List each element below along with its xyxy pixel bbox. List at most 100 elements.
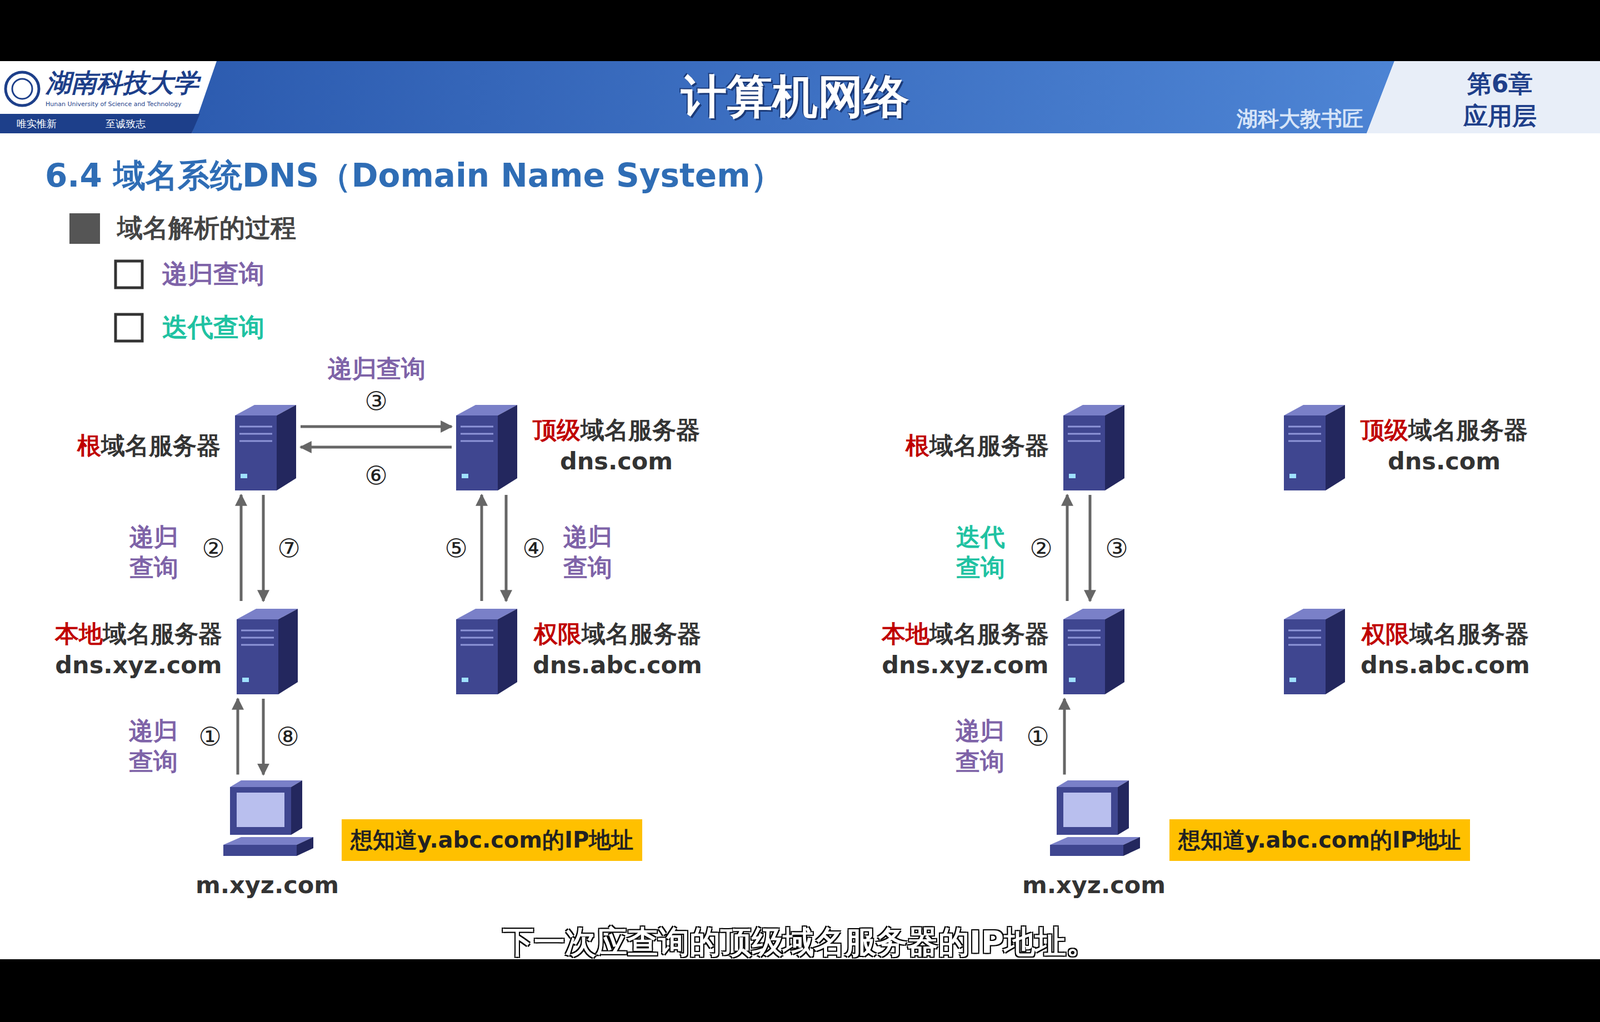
- label-line: 本地域名服务器: [55, 618, 223, 650]
- note-text: 想知道y.abc.com的IP地址: [350, 825, 634, 856]
- server-slot: [1288, 440, 1322, 443]
- server-name: dns.abc.com: [1360, 651, 1530, 679]
- server-slot: [241, 637, 274, 639]
- label-block: m.xyz.com: [195, 870, 339, 902]
- query-arrow: [1066, 495, 1069, 602]
- label-line: dns.com: [560, 446, 673, 478]
- host-node: m.xyz.com: [1022, 779, 1166, 902]
- server-name: m.xyz.com: [1022, 871, 1166, 899]
- top-bar: [0, 0, 1600, 62]
- server-level: 本地: [55, 620, 103, 648]
- server-led: [461, 473, 469, 479]
- server-icon: [1283, 401, 1345, 491]
- label-line: dns.abc.com: [1360, 650, 1530, 682]
- server-slot: [241, 630, 274, 632]
- label-line: m.xyz.com: [195, 870, 339, 902]
- server-slot: [460, 630, 494, 632]
- server-name: 域名服务器: [929, 431, 1049, 460]
- server-led: [1068, 473, 1076, 479]
- server-node: 本地域名服务器dns.xyz.com: [55, 605, 298, 695]
- server-side: [1325, 608, 1345, 695]
- bullet-square: [69, 213, 100, 244]
- query-arrow: [236, 698, 240, 775]
- checkbox: [115, 261, 143, 288]
- note-box: 想知道y.abc.com的IP地址: [1169, 819, 1470, 862]
- label-line: dns.xyz.com: [55, 650, 222, 682]
- query-arrow: [1063, 698, 1067, 775]
- server-level: 根: [905, 431, 930, 460]
- server-front: [236, 619, 279, 695]
- query-type: 递归 查询: [563, 521, 613, 583]
- server-icon: [1063, 401, 1125, 491]
- label-block: 本地域名服务器dns.xyz.com: [881, 618, 1049, 682]
- server-name: 域名服务器: [102, 620, 223, 648]
- server-slot: [460, 644, 494, 647]
- motto: 至诚致志: [105, 117, 146, 131]
- label-line: 顶级域名服务器: [532, 415, 700, 447]
- server-name: 域名服务器: [929, 620, 1049, 648]
- server-led: [240, 473, 248, 479]
- server-node: 权限域名服务器 dns.abc.com: [1283, 605, 1530, 695]
- server-icon: [456, 605, 518, 695]
- server-front: [456, 415, 498, 491]
- server-slot: [1288, 630, 1322, 632]
- server-name: dns.com: [1387, 447, 1501, 475]
- query-type: 递归 查询: [129, 521, 179, 583]
- step-number: ②: [1028, 534, 1054, 563]
- server-front: [1063, 415, 1105, 491]
- computer-icon: [1045, 779, 1143, 866]
- keyboard-front: [223, 845, 297, 857]
- server-front: [456, 619, 498, 695]
- server-led: [242, 677, 249, 683]
- server-slot: [460, 637, 494, 639]
- monitor-side: [1117, 780, 1129, 835]
- server-name: 域名服务器: [581, 620, 702, 648]
- slide-title: 计算机网络: [681, 66, 909, 128]
- query-type: 迭代 查询: [956, 521, 1005, 583]
- motto-strip: [0, 113, 200, 134]
- step-number: ④: [521, 534, 547, 563]
- server-name: 域名服务器: [1409, 620, 1529, 648]
- server-slot: [239, 426, 273, 428]
- logo-emblem: [5, 72, 39, 106]
- query-type: 递归 查询: [128, 715, 178, 777]
- server-slot: [460, 426, 494, 428]
- server-led: [1289, 677, 1297, 683]
- monitor-side: [291, 780, 303, 835]
- server-side: [1325, 405, 1345, 491]
- server-slot: [1288, 433, 1322, 435]
- label-block: 顶级域名服务器dns.com: [1360, 415, 1528, 478]
- monitor-top: [230, 780, 303, 788]
- server-slot: [460, 440, 494, 443]
- server-node: 顶级域名服务器dns.com: [1283, 401, 1528, 491]
- query-arrow: [262, 698, 265, 775]
- query-arrow: [262, 495, 265, 602]
- server-front: [1283, 619, 1326, 695]
- monitor-screen: [1063, 792, 1112, 828]
- label-line: dns.com: [1387, 446, 1501, 478]
- university-name: 湖南科技大学: [45, 67, 199, 100]
- bottom-bar: [0, 959, 1600, 1022]
- server-side: [276, 405, 297, 491]
- server-name: dns.abc.com: [532, 651, 703, 679]
- label-block: 顶级域名服务器dns.com: [532, 415, 700, 478]
- server-side: [497, 608, 518, 695]
- server-name: dns.com: [560, 447, 673, 475]
- monitor-front: [1056, 787, 1118, 835]
- server-slot: [1067, 440, 1101, 443]
- server-side: [1105, 608, 1125, 695]
- server-icon: [1063, 605, 1125, 695]
- server-slot: [1067, 644, 1101, 647]
- server-level: 顶级: [532, 416, 581, 444]
- server-name: 域名服务器: [101, 431, 221, 460]
- server-slot: [239, 440, 273, 443]
- server-name: m.xyz.com: [195, 871, 339, 899]
- server-icon: [235, 401, 297, 491]
- chapter-name: 应用层: [1463, 100, 1537, 132]
- query-type: 递归 查询: [955, 715, 1005, 777]
- checkbox-text: 迭代查询: [162, 311, 265, 344]
- label-block: 本地域名服务器dns.xyz.com: [55, 618, 223, 682]
- server-level: 权限: [1361, 620, 1410, 648]
- step-number: ①: [1025, 722, 1050, 751]
